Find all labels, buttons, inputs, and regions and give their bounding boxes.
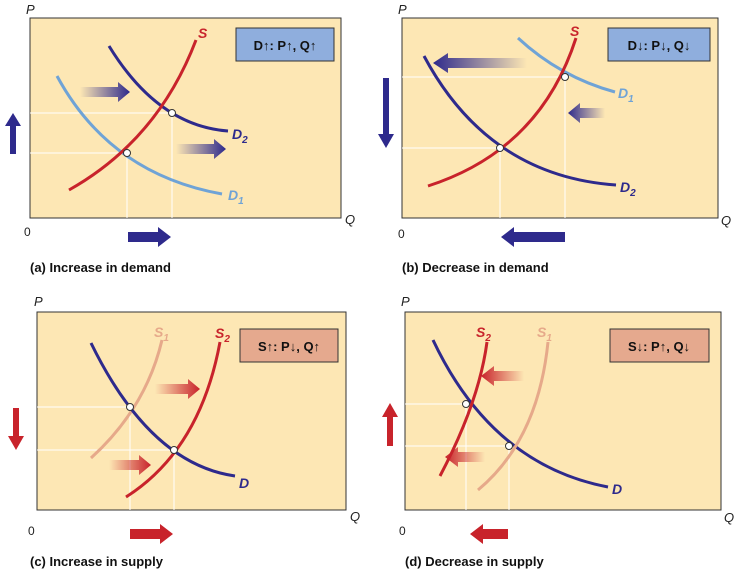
origin-label: 0 (28, 524, 35, 538)
label-s2: S2 (476, 324, 491, 344)
origin-label: 0 (398, 227, 405, 241)
panel-b: P S D1 D2 D↓: P↓, Q↓ 0 Q (b) Decrease in… (378, 2, 731, 275)
shift-arrow-left (481, 366, 524, 386)
demand-curve-d2 (107, 45, 229, 133)
p-axis-label: P (401, 294, 410, 309)
equilibrium-point (170, 446, 178, 454)
equilibrium-point (123, 149, 131, 157)
label-d1: D1 (618, 85, 634, 105)
panel-caption: (d) Decrease in supply (405, 554, 544, 569)
quantity-right-arrow (130, 524, 173, 544)
equilibrium-point (496, 144, 504, 152)
effect-badge (607, 27, 711, 62)
quantity-right-arrow (128, 227, 171, 247)
quantity-left-arrow (470, 524, 508, 544)
price-up-arrow (382, 403, 398, 446)
equilibrium-point (561, 73, 569, 81)
shift-arrow-right (109, 455, 151, 475)
p-axis-label: P (26, 2, 35, 17)
label-s1: S1 (537, 324, 552, 344)
supply-curve-s (68, 39, 198, 192)
p-axis-label: P (34, 294, 43, 309)
label-d2: D2 (620, 179, 636, 199)
label-s: S (570, 23, 580, 39)
label-d: D (239, 475, 249, 491)
q-axis-label: Q (721, 213, 731, 228)
effect-badge (609, 328, 710, 363)
label-d: D (612, 481, 622, 497)
panel-caption: (b) Decrease in demand (402, 260, 549, 275)
effect-badge-text: S↓: P↑, Q↓ (628, 339, 690, 354)
q-axis-label: Q (345, 212, 355, 227)
quantity-left-arrow (501, 227, 565, 247)
panel-c: P S1 S2 D S↑: P↓, Q↑ 0 Q (c) Increase in… (8, 294, 360, 569)
label-s1: S1 (154, 324, 169, 344)
shift-arrow-left (433, 53, 527, 73)
q-axis-label: Q (724, 510, 734, 525)
price-down-arrow (378, 78, 394, 148)
origin-label: 0 (399, 524, 406, 538)
demand-curve-d (89, 342, 236, 478)
origin-label: 0 (24, 225, 31, 239)
p-axis-label: P (398, 2, 407, 17)
label-d2: D2 (232, 126, 248, 146)
panel-d: P S2 S1 D S↓: P↑, Q↓ 0 Q (d) Decrease in… (382, 294, 734, 569)
shift-arrow-right (80, 82, 130, 102)
demand-curve-d (431, 339, 609, 489)
equilibrium-point (168, 109, 176, 117)
panel-caption: (a) Increase in demand (30, 260, 171, 275)
supply-curve-s2 (125, 341, 222, 499)
shift-arrow-right (176, 139, 226, 159)
effect-badge-text: D↓: P↓, Q↓ (628, 38, 691, 53)
demand-curve-d2 (422, 55, 617, 187)
supply-curve-s (427, 37, 578, 188)
panel-caption: (c) Increase in supply (30, 554, 164, 569)
effect-badge (239, 328, 339, 363)
shift-arrow-right (155, 379, 200, 399)
panel-a: P S D2 D1 D↑: P↑, Q↑ 0 Q (a) Increase in… (5, 2, 355, 275)
price-up-arrow (5, 113, 21, 154)
supply-curve-s1 (89, 339, 164, 460)
equilibrium-point (462, 400, 470, 408)
equilibrium-point (126, 403, 134, 411)
q-axis-label: Q (350, 509, 360, 524)
supply-curve-s2 (438, 341, 489, 477)
shift-arrow-left (568, 103, 605, 123)
price-down-arrow (8, 408, 24, 450)
label-s: S (198, 25, 208, 41)
effect-badge-text: D↑: P↑, Q↑ (254, 38, 317, 53)
effect-badge (235, 27, 335, 62)
effect-badge-text: S↑: P↓, Q↑ (258, 339, 320, 354)
shift-arrow-left (445, 447, 485, 467)
supply-curve-s1 (477, 341, 550, 492)
label-s2: S2 (215, 325, 230, 345)
label-d1: D1 (228, 187, 244, 207)
equilibrium-point (505, 442, 513, 450)
